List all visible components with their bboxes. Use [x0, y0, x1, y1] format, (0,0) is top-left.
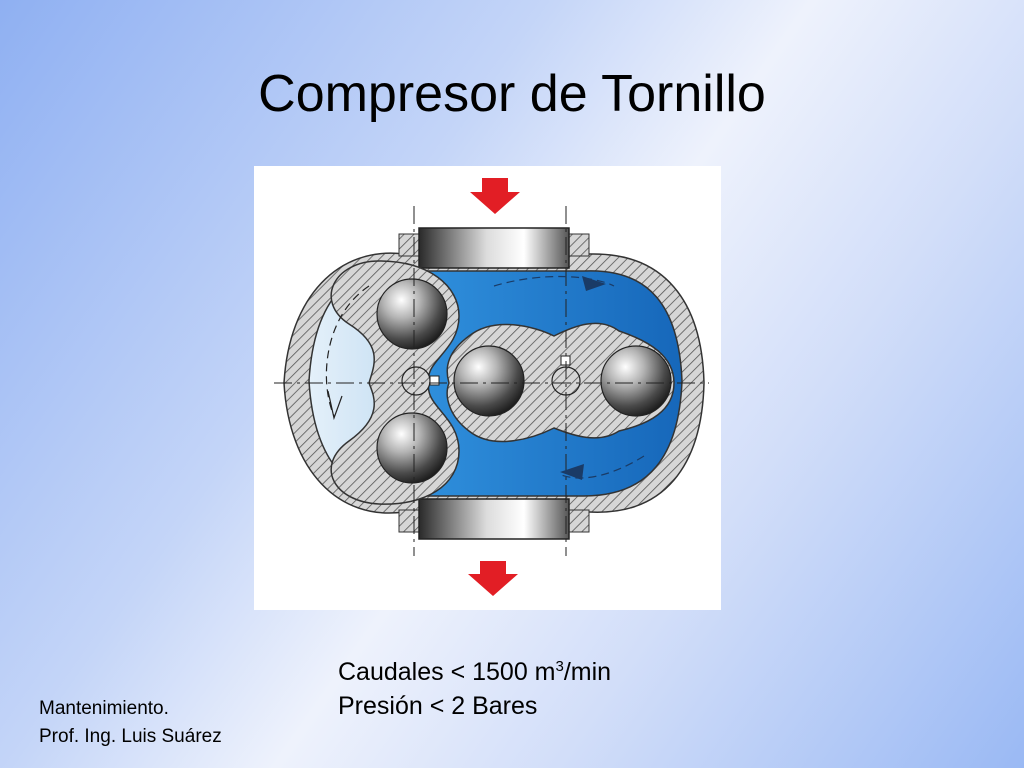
specs-block: Caudales < 1500 m3/min Presión < 2 Bares [338, 650, 611, 723]
pressure-spec: Presión < 2 Bares [338, 692, 538, 720]
flow-spec: Caudales < 1500 m3/min [338, 650, 611, 689]
screw-compressor-diagram [254, 166, 721, 610]
slide-title: Compresor de Tornillo [258, 65, 766, 123]
inlet-arrow-icon [470, 178, 520, 214]
inlet-port [418, 227, 570, 269]
outlet-arrow-icon [468, 561, 518, 596]
footer-author: Prof. Ing. Luis Suárez [39, 726, 222, 747]
flow-spec-text: Caudales < 1500 m [338, 658, 556, 686]
outlet-port [418, 498, 570, 540]
flow-spec-exponent: 3 [555, 658, 564, 675]
flow-spec-unit: /min [563, 658, 612, 686]
footer-credits: Mantenimiento. Prof. Ing. Luis Suárez [39, 695, 222, 751]
footer-course: Mantenimiento. [39, 698, 169, 719]
